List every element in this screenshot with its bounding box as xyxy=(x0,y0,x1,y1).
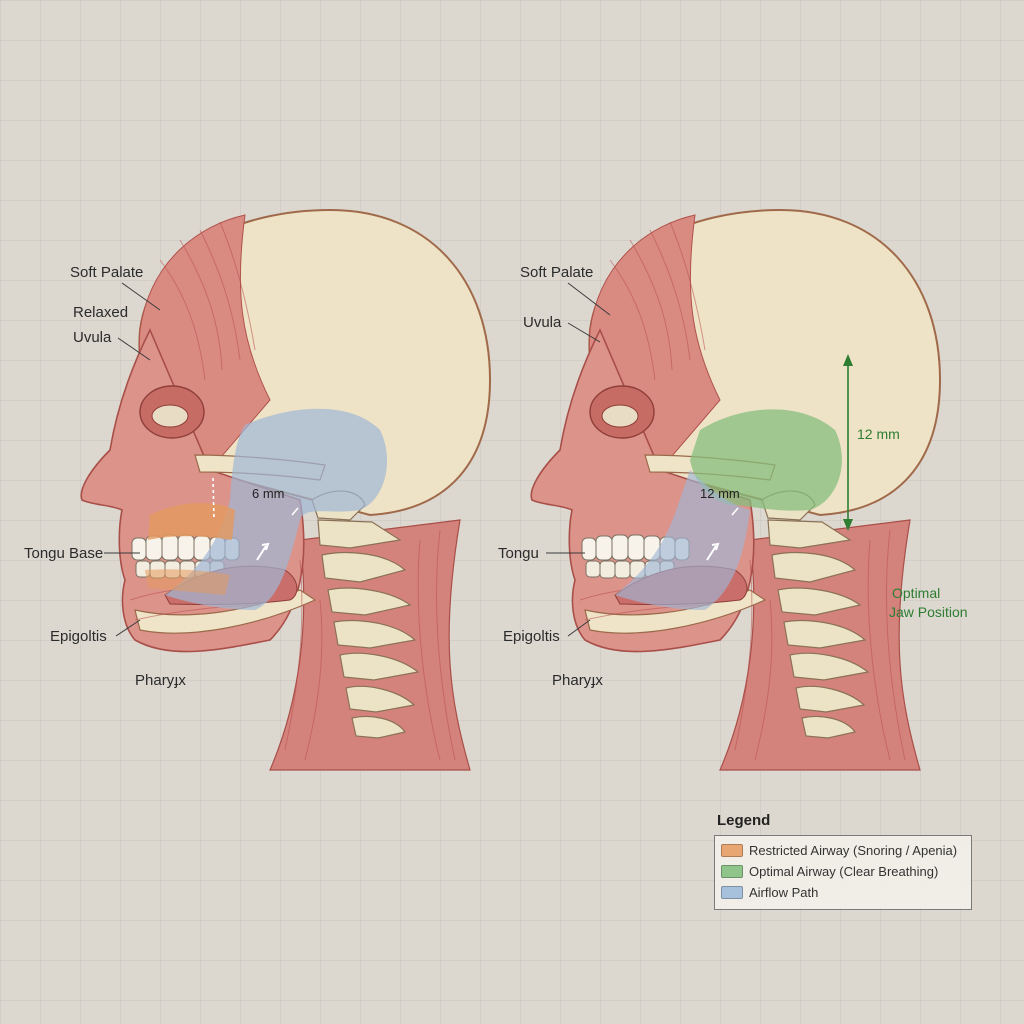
legend-swatch-airflow xyxy=(721,886,743,899)
legend-item-restricted: Restricted Airway (Snoring / Apenia) xyxy=(721,840,965,861)
legend-item-optimal: Optimal Airway (Clear Breathing) xyxy=(721,861,965,882)
left-label-pharynx: Pharyɟx xyxy=(135,672,186,689)
legend-label-airflow: Airflow Path xyxy=(749,885,818,900)
legend-title: Legend xyxy=(717,812,972,829)
legend-box: Restricted Airway (Snoring / Apenia) Opt… xyxy=(714,835,972,910)
optimal-jaw-label-line1: Optimal xyxy=(892,585,940,601)
right-label-soft-palate: Soft Palate xyxy=(520,264,593,281)
right-label-epiglottis: Epigoltis xyxy=(503,628,560,645)
legend-item-airflow: Airflow Path xyxy=(721,882,965,903)
right-label-uvula: Uvula xyxy=(523,314,562,331)
legend-swatch-restricted xyxy=(721,844,743,857)
right-measure-label: 12 mm xyxy=(700,486,740,501)
left-label-tongue-base: Tongu Base xyxy=(24,545,103,562)
left-label-epiglottis: Epigoltis xyxy=(50,628,107,645)
right-outer-measure-label: 12 mm xyxy=(857,426,900,442)
legend-swatch-optimal xyxy=(721,865,743,878)
right-label-tongue: Tongu xyxy=(498,545,539,562)
optimal-jaw-label-line2: Jaw Position xyxy=(889,604,968,620)
legend: Legend Restricted Airway (Snoring / Apen… xyxy=(714,812,972,910)
left-label-relaxed: Relaxed xyxy=(73,304,128,321)
left-label-soft-palate: Soft Palate xyxy=(70,264,143,281)
legend-label-restricted: Restricted Airway (Snoring / Apenia) xyxy=(749,843,957,858)
right-label-pharynx: Pharyɟx xyxy=(552,672,603,689)
legend-label-optimal: Optimal Airway (Clear Breathing) xyxy=(749,864,938,879)
left-label-uvula: Uvula xyxy=(73,329,112,346)
left-measure-label: 6 mm xyxy=(252,486,285,501)
